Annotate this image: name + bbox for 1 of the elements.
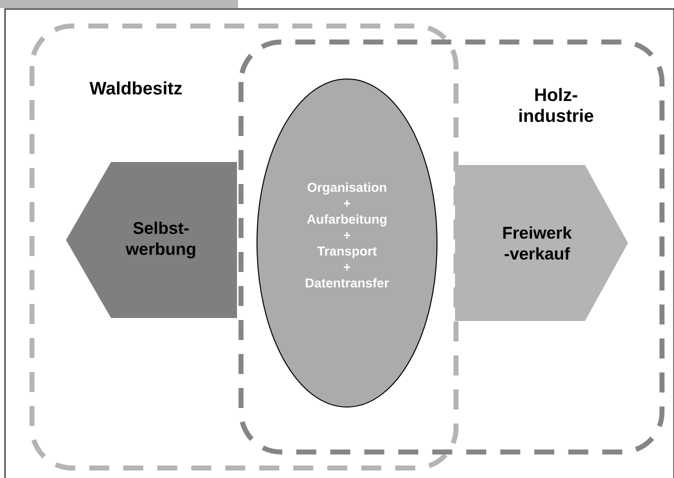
node-label: Freiwerk -verkauf xyxy=(503,226,572,260)
